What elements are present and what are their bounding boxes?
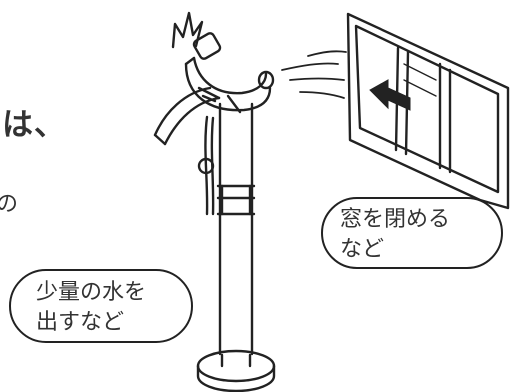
callout-water-line-2: 出すなど [36,310,125,335]
wind-lines [281,50,347,99]
callout-bubble-water [9,269,193,343]
faucet-pole [216,102,256,356]
callout-window-line-1: 窓を閉める [340,207,451,232]
cropped-text-line-2: の [0,192,19,217]
callout-water-line-1: 少量の水を [36,280,147,305]
faucet-spout [184,32,275,114]
faucet-hose [197,115,215,216]
callout-window-line-2: など [340,237,385,262]
callout-window: 窓を閉める など [340,205,485,265]
window [346,12,510,210]
arrow-icon [369,79,411,111]
callout-water: 少量の水を 出すなど [36,278,176,338]
cropped-text-line-1: は、 [2,107,66,143]
callout-bubble-window [321,197,503,269]
faucet-base [196,349,276,392]
vibration-marks [171,11,204,49]
faucet-arm [153,86,221,146]
